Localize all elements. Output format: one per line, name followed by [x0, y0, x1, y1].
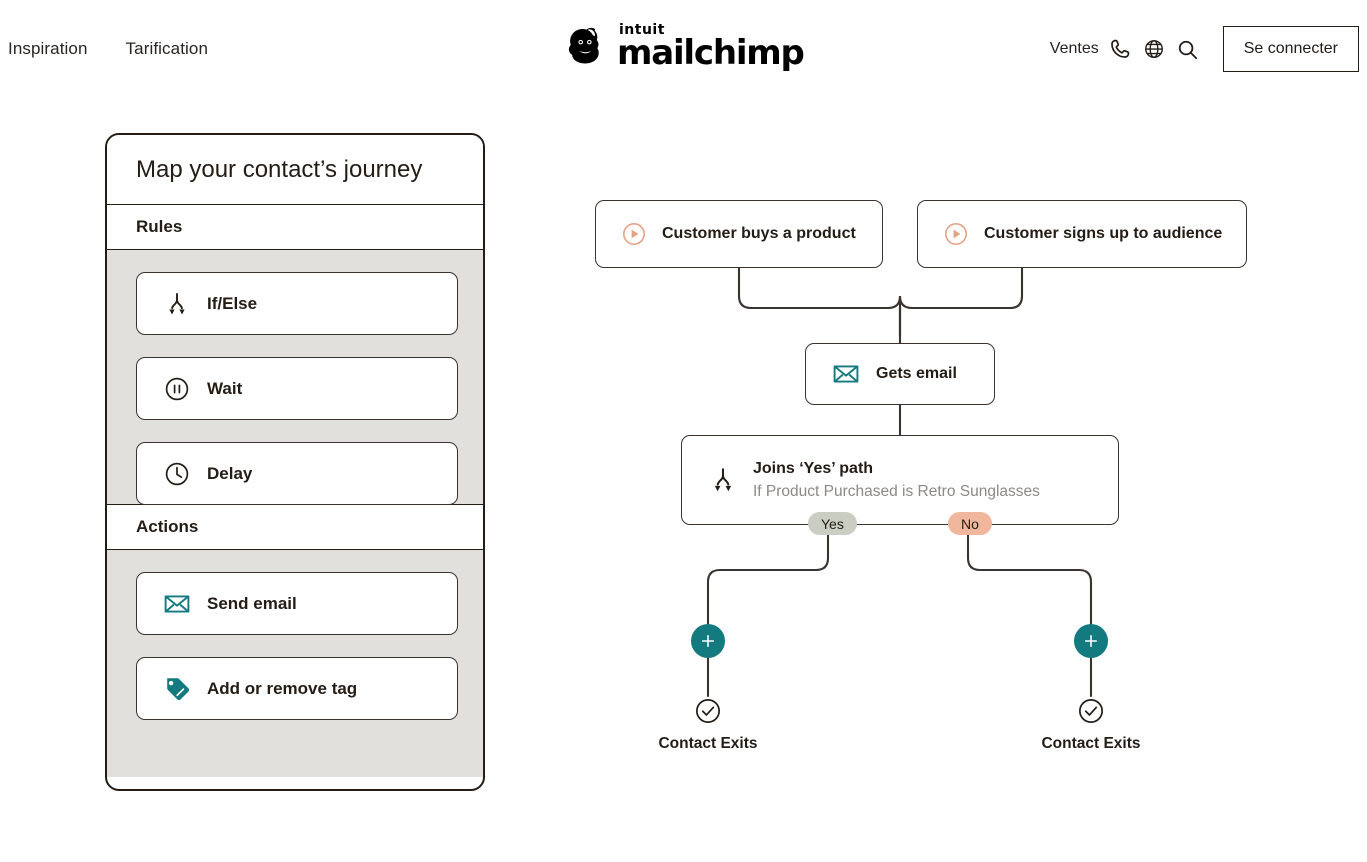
flow-node-trigger-signs-up[interactable]: Customer signs up to audience	[917, 200, 1247, 268]
branch-icon	[714, 468, 732, 492]
tag-icon	[166, 677, 190, 700]
add-step-button-yes-branch[interactable]	[691, 624, 725, 658]
exit-label: Contact Exits	[658, 735, 758, 752]
section-body-rules: If/Else Wait Delay	[107, 250, 483, 505]
section-body-actions: Send email Add or remove tag	[107, 550, 483, 777]
nav-link-tarification[interactable]: Tarification	[125, 39, 209, 58]
flow-node-contact-exits-yes: Contact Exits	[658, 696, 758, 753]
action-label-add-remove-tag: Add or remove tag	[207, 678, 358, 698]
envelope-icon	[164, 594, 190, 613]
primary-nav: Inspiration Tarification	[8, 36, 208, 62]
panel-title: Map your contact’s journey	[107, 135, 483, 205]
badge-yes[interactable]: Yes	[808, 512, 857, 535]
mailchimp-monkey-icon	[568, 27, 599, 64]
envelope-icon	[833, 365, 859, 383]
nav-link-ventes[interactable]: Ventes	[1049, 40, 1099, 57]
flow-node-trigger-buys-product[interactable]: Customer buys a product	[595, 200, 883, 268]
branch-title: Joins ‘Yes’ path	[753, 459, 874, 477]
badge-no[interactable]: No	[948, 512, 992, 535]
clock-circle-icon	[165, 462, 189, 485]
flow-node-label: Gets email	[876, 365, 957, 382]
action-item-send-email[interactable]: Send email	[136, 572, 458, 635]
play-circle-icon	[623, 223, 645, 245]
rule-label-delay: Delay	[207, 463, 253, 483]
check-circle-icon	[696, 699, 720, 723]
logo-intuit-text: intuit	[619, 22, 665, 39]
globe-icon[interactable]	[1137, 29, 1171, 69]
search-icon[interactable]	[1171, 29, 1205, 69]
flow-node-gets-email[interactable]: Gets email	[805, 343, 995, 405]
rule-label-if-else: If/Else	[207, 293, 258, 313]
flow-node-contact-exits-no: Contact Exits	[1041, 696, 1141, 753]
logo-mailchimp-text: mailchimp	[617, 33, 805, 74]
rule-item-wait[interactable]: Wait	[136, 357, 458, 420]
flow-node-label: Customer signs up to audience	[984, 225, 1223, 242]
plus-icon	[701, 634, 715, 648]
section-header-rules: Rules	[107, 205, 483, 250]
pause-circle-icon	[165, 377, 189, 400]
site-header: Inspiration Tarification intuit mailchim…	[0, 0, 1367, 98]
nav-link-inspiration[interactable]: Inspiration	[8, 39, 88, 58]
branch-icon	[169, 292, 185, 314]
add-step-button-no-branch[interactable]	[1074, 624, 1108, 658]
exit-label: Contact Exits	[1041, 735, 1141, 752]
flow-node-label: Customer buys a product	[662, 225, 856, 242]
action-item-add-remove-tag[interactable]: Add or remove tag	[136, 657, 458, 720]
login-button[interactable]: Se connecter	[1222, 26, 1359, 72]
branch-text-block: Joins ‘Yes’ path If Product Purchased is…	[753, 459, 1040, 502]
check-circle-icon	[1079, 699, 1103, 723]
section-header-actions: Actions	[107, 505, 483, 550]
journey-builder-panel: Map your contact’s journey Rules If/Else…	[105, 133, 485, 791]
action-label-send-email: Send email	[207, 593, 297, 613]
journey-flow-canvas: Customer buys a product Customer signs u…	[560, 130, 1350, 810]
play-circle-icon	[945, 223, 967, 245]
flow-connectors	[706, 266, 1093, 698]
phone-icon[interactable]	[1103, 29, 1137, 69]
branch-subtitle: If Product Purchased is Retro Sunglasses	[753, 482, 1040, 500]
plus-icon	[1084, 634, 1098, 648]
logo-wordmark: intuit mailchimp	[617, 22, 805, 74]
rule-item-if-else[interactable]: If/Else	[136, 272, 458, 335]
rule-label-wait: Wait	[207, 378, 243, 398]
rule-item-delay[interactable]: Delay	[136, 442, 458, 505]
mailchimp-logo[interactable]: intuit mailchimp	[562, 22, 805, 74]
flow-node-branch-yes-path[interactable]: Joins ‘Yes’ path If Product Purchased is…	[681, 435, 1119, 525]
utility-nav: Ventes Se connecter	[1050, 26, 1359, 72]
